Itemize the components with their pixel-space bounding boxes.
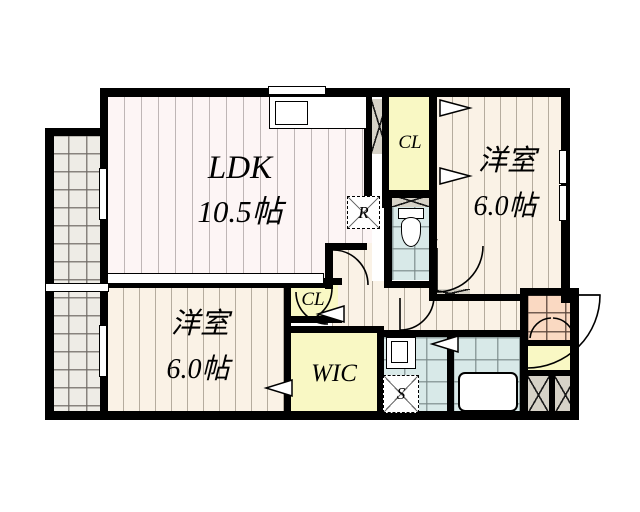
wall-bedroomtop-bottom: [429, 294, 528, 301]
washing-machine-label: S: [396, 384, 406, 403]
room-balcony: [50, 135, 107, 415]
wall-shoe-divider: [549, 375, 555, 415]
window-bedroom-right-upper: [559, 150, 567, 184]
kitchen-sink: [275, 101, 308, 125]
wall-hall-topstub: [325, 243, 367, 250]
room-closet-top: [388, 96, 430, 194]
wall-balcony-top: [45, 128, 107, 136]
cabinet-over-cl-mid: [430, 289, 470, 298]
window-bedroom-right-lower: [559, 185, 567, 221]
wall-entry-top: [527, 288, 579, 295]
refrigerator-label: R: [358, 202, 369, 222]
wall-toilet-left: [384, 198, 392, 288]
cabinet-over-toilet: [392, 195, 430, 207]
refrigerator-marker: R: [347, 196, 380, 229]
wall-clmid-bottom: [284, 316, 342, 323]
vanity-mirror: [391, 341, 408, 363]
window-balcony-mid: [45, 283, 109, 292]
wall-cl-top-right: [429, 88, 437, 208]
wall-bath-right: [520, 330, 528, 416]
room-bedroom-left: [107, 288, 288, 415]
wall-wic-right: [377, 326, 384, 416]
wall-bedroomleft-right: [284, 281, 291, 416]
sliding-door-ldk-balcony: [107, 273, 324, 284]
wall-outer-bottom: [45, 411, 579, 420]
wall-outer-top: [100, 88, 570, 97]
wall-cl-top-left: [382, 88, 389, 208]
wall-ldk-right: [364, 88, 372, 208]
wall-entry-storage-top: [527, 340, 579, 346]
wall-wash-bath-divider: [447, 337, 454, 416]
room-bedroom-top: [436, 96, 563, 301]
wall-toilet-bottom: [384, 281, 437, 288]
window-ldk-top: [268, 86, 326, 95]
wall-outer-left: [45, 128, 54, 420]
room-wic: [288, 332, 378, 415]
wall-wic-top: [284, 326, 384, 333]
wall-ldk-bottom: [100, 281, 332, 288]
wall-bedroomtop-bottomleft: [429, 281, 437, 301]
window-balcony-upper: [99, 168, 107, 220]
wall-outer-right-low: [570, 288, 579, 420]
wall-bedroomtop-left: [429, 88, 437, 148]
shoe-cabinet-left: [527, 375, 550, 415]
wall-ldk-left: [100, 88, 108, 416]
wall-wash-top: [377, 330, 527, 337]
wall-toilet-right: [429, 198, 437, 288]
wall-cl-top-bottom: [382, 190, 437, 198]
wall-entry-storage-bottom: [527, 370, 579, 376]
toilet-bowl: [401, 217, 421, 247]
washing-machine-marker: S: [383, 375, 419, 413]
window-balcony-lower: [99, 325, 107, 377]
bathtub: [458, 372, 518, 412]
